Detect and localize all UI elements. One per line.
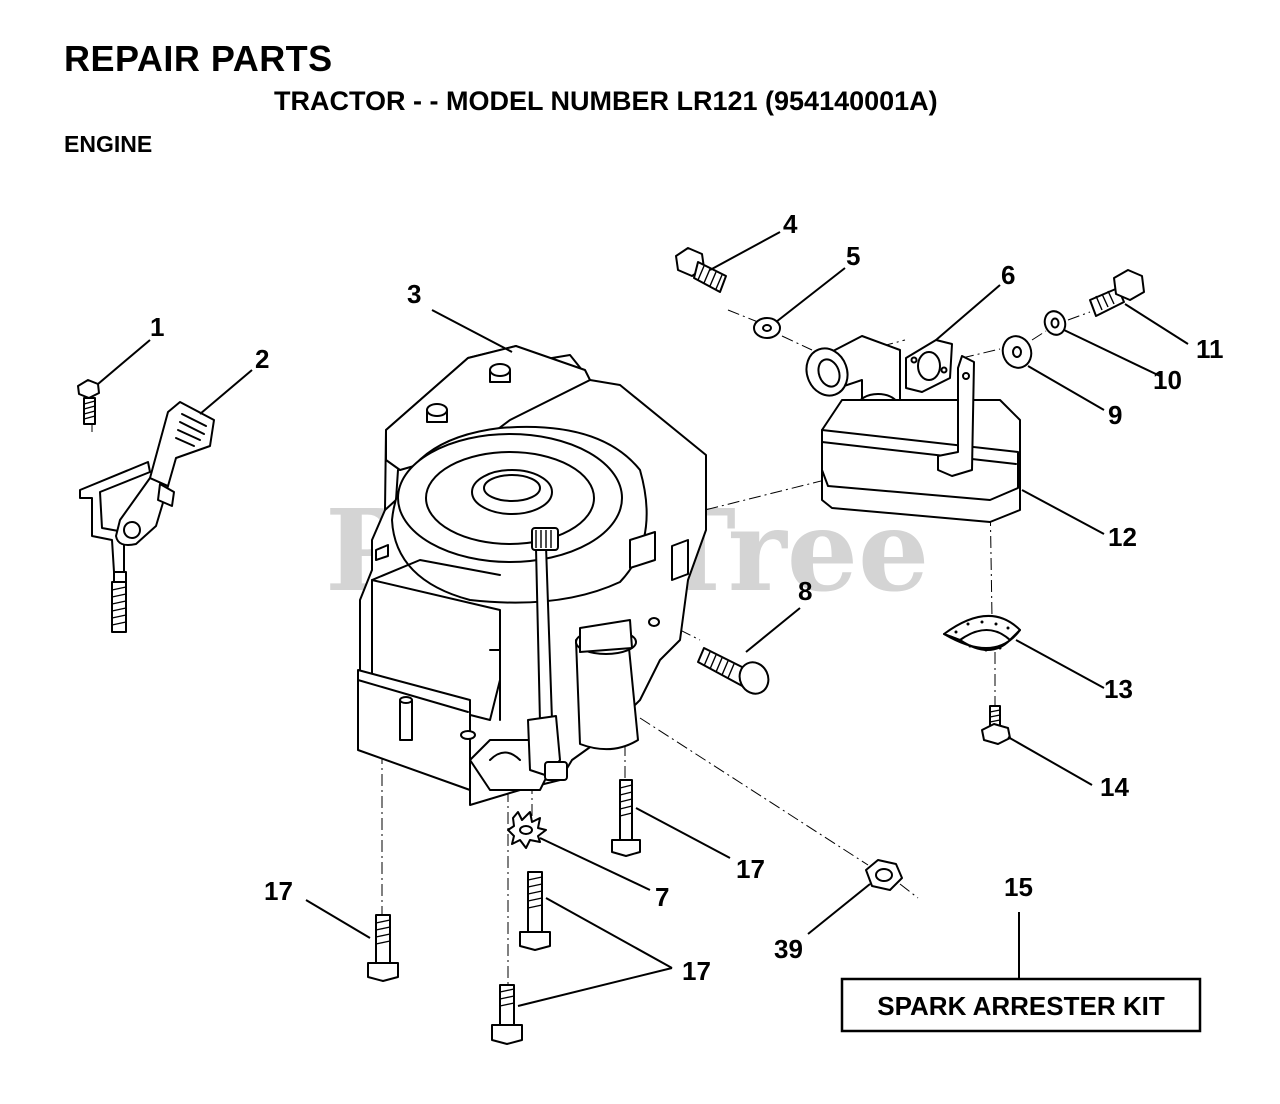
part-2-throttle-control (79, 401, 215, 633)
callout-4: 4 (783, 209, 798, 239)
part-17-bolt-a (611, 779, 641, 857)
part-12-muffler (821, 355, 1021, 523)
callout-11: 11 (1196, 334, 1224, 364)
part-14-screw (981, 705, 1011, 745)
leader-lines (97, 231, 1189, 1007)
part-13-spark-arrester-screen (943, 615, 1021, 652)
callout-2: 2 (255, 344, 269, 374)
part-10-lock-washer (1043, 310, 1067, 336)
part-5-lock-washer (753, 317, 781, 339)
callout-14: 14 (1100, 772, 1129, 802)
page-title: REPAIR PARTS (64, 38, 333, 79)
part-7-star-washer (507, 811, 547, 849)
part-8-bolt (697, 647, 770, 695)
callout-8: 8 (798, 576, 812, 606)
callout-7: 7 (655, 882, 669, 912)
part-4-bolt (675, 247, 727, 293)
callout-3: 3 (407, 279, 421, 309)
callout-5: 5 (846, 241, 860, 271)
part-1-screw (77, 379, 100, 425)
part-17-bolt-d (491, 984, 523, 1045)
model-subtitle: TRACTOR - - MODEL NUMBER LR121 (95414000… (274, 86, 938, 116)
part-3-engine (357, 345, 707, 806)
spark-arrester-kit-box: SPARK ARRESTER KIT (840, 977, 1202, 1033)
callout-6: 6 (1001, 260, 1015, 290)
part-39-nut (865, 859, 903, 891)
part-6-gasket (905, 339, 953, 393)
callout-12: 12 (1108, 522, 1137, 552)
part-9-washer (1001, 335, 1033, 369)
callout-9: 9 (1108, 400, 1122, 430)
callout-10: 10 (1153, 365, 1182, 395)
callout-15: 15 (1004, 872, 1033, 902)
callout-39: 39 (774, 934, 803, 964)
callout-13: 13 (1104, 674, 1133, 704)
callout-17-a: 17 (736, 854, 765, 884)
callout-numbers: 1 2 3 4 5 6 7 8 9 10 11 12 13 14 15 17 1… (150, 209, 1224, 986)
part-11-bolt (1089, 269, 1145, 317)
callout-1: 1 (150, 312, 164, 342)
part-17-bolt-b (519, 871, 551, 951)
section-label: ENGINE (64, 131, 153, 157)
part-17-bolt-c (367, 914, 399, 982)
callout-17-c: 17 (682, 956, 711, 986)
callout-17-b: 17 (264, 876, 293, 906)
spark-arrester-kit-label: SPARK ARRESTER KIT (877, 991, 1165, 1021)
